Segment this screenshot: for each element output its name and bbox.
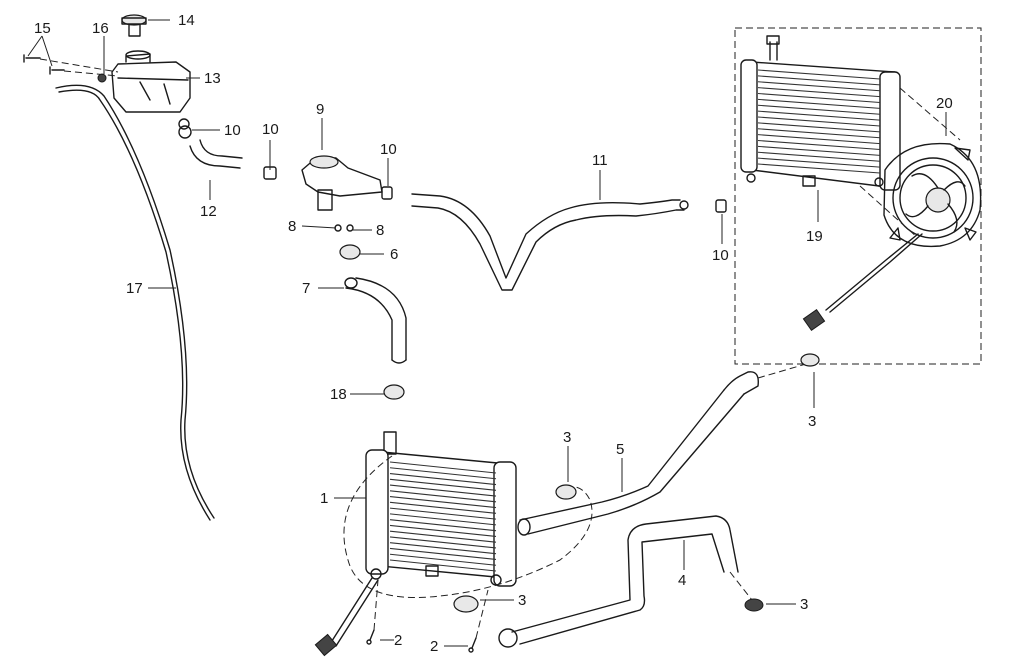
callout-4: 4: [678, 572, 686, 589]
radiator-fin: [757, 122, 881, 133]
callout-10c: 10: [380, 141, 397, 158]
radiator-fin: [389, 547, 497, 561]
radiator-fin: [389, 519, 497, 532]
callout-labels: 14 15 16 13 10 10 9 10 11 10 12 8 8 6 7 …: [34, 12, 953, 655]
radiator-fin: [757, 81, 881, 92]
radiator-fin: [757, 151, 881, 162]
radiator-fin: [389, 524, 497, 537]
radiator-fin: [389, 467, 497, 480]
radiator-fin: [757, 92, 881, 104]
radiator-fin: [389, 507, 497, 520]
callout-3a: 3: [518, 592, 526, 609]
radiator-fin: [757, 157, 881, 168]
callout-6: 6: [390, 246, 398, 263]
radiator-fin: [757, 145, 881, 156]
radiator-fin: [757, 104, 881, 115]
radiator-fin: [389, 542, 497, 555]
radiator-fin: [389, 484, 497, 497]
leader-lines: [27, 19, 947, 647]
callout-18: 18: [330, 386, 347, 403]
radiator-fin: [757, 116, 881, 127]
callout-15: 15: [34, 20, 51, 37]
clip-icon: [97, 73, 107, 83]
callout-5: 5: [616, 441, 624, 458]
callout-12: 12: [200, 203, 217, 220]
radiator-fin: [757, 163, 881, 174]
callout-14: 14: [178, 12, 195, 29]
hose-icon: [498, 515, 739, 648]
radiator-fin: [389, 559, 497, 572]
callout-10d: 10: [712, 247, 729, 264]
radiator-fin: [389, 490, 497, 503]
radiator-fin: [757, 128, 881, 139]
radiator-fin: [389, 478, 497, 491]
callout-8a: 8: [288, 218, 296, 235]
callout-9: 9: [316, 101, 324, 118]
callout-7: 7: [302, 280, 310, 297]
radiator-fin: [389, 553, 497, 566]
radiator-fin: [389, 501, 497, 514]
radiator-fin: [389, 472, 497, 486]
tube-icon: [55, 84, 215, 521]
hose-icon: [178, 125, 277, 180]
radiator-icon: [314, 431, 517, 657]
fan-icon: [802, 142, 982, 332]
radiator-fin: [757, 110, 881, 121]
callout-8b: 8: [376, 222, 384, 239]
clamp-icon: [339, 244, 361, 260]
callout-16: 16: [92, 20, 109, 37]
radiator-fin: [389, 513, 497, 526]
radiator-fin: [757, 69, 881, 80]
hose-clamp-icon: [453, 595, 764, 613]
hose-icon: [517, 371, 759, 536]
radiator-fin: [757, 75, 881, 86]
callout-20: 20: [936, 95, 953, 112]
callout-3d: 3: [808, 413, 816, 430]
radiator-fin: [757, 87, 881, 98]
callout-3c: 3: [563, 429, 571, 446]
radiator-fin: [389, 496, 497, 509]
radiator-fin: [757, 134, 881, 145]
radiator-fin: [389, 536, 497, 549]
callout-13: 13: [204, 70, 221, 87]
clamp-icon: [383, 384, 405, 400]
reservoir-icon: [111, 50, 191, 130]
callout-17: 17: [126, 280, 143, 297]
callout-1: 1: [320, 490, 328, 507]
bolt-icon: [23, 54, 65, 75]
hose-icon: [381, 186, 727, 291]
radiator-fin: [757, 139, 881, 151]
callout-10a: 10: [224, 122, 241, 139]
radiator-fin: [757, 98, 881, 109]
thermostat-icon: [301, 155, 383, 232]
screw-icon: [366, 629, 477, 653]
radiator-fin: [389, 461, 497, 474]
reservoir-cap-icon: [121, 14, 147, 37]
callout-19: 19: [806, 228, 823, 245]
hose-icon: [344, 277, 407, 364]
radiator-icon: [740, 35, 901, 191]
callout-3b: 3: [800, 596, 808, 613]
callout-2a: 2: [394, 632, 402, 649]
radiator-fin: [389, 530, 497, 543]
callout-11: 11: [592, 152, 608, 169]
callout-10b: 10: [262, 121, 279, 138]
callout-2b: 2: [430, 638, 438, 655]
hose-clamp-icon: [555, 353, 820, 500]
